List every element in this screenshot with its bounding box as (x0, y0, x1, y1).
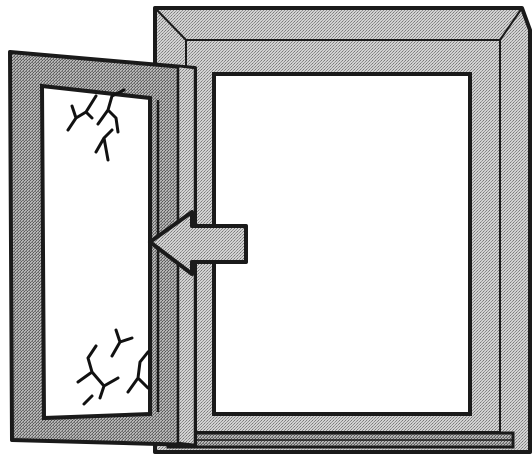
frame-glass-opening (212, 72, 472, 416)
window-sash (8, 50, 197, 447)
arrow-left-icon (148, 210, 248, 276)
glass-crack-icon (66, 88, 150, 406)
sash-glass (39, 83, 152, 421)
window-frame (153, 6, 532, 454)
